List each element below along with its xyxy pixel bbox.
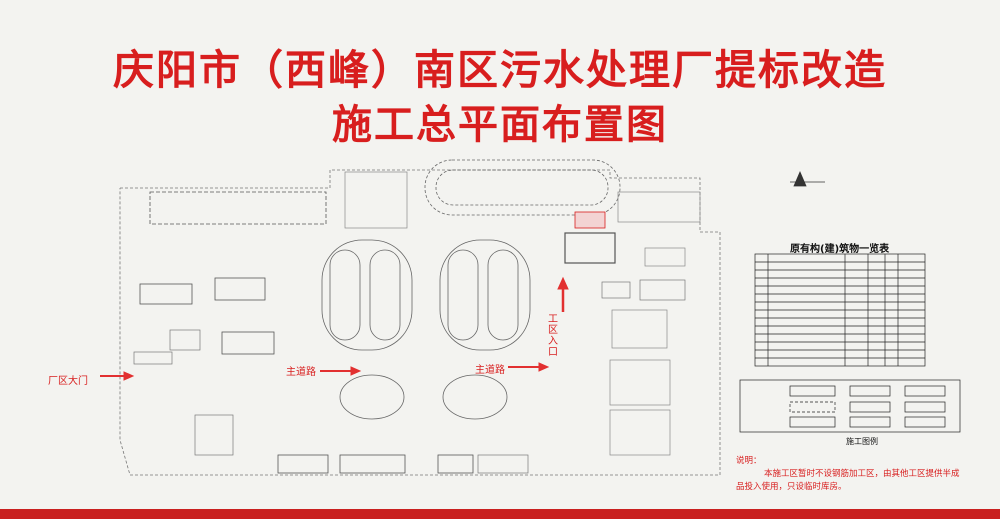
label-main-road-1: 主道路 — [286, 367, 316, 378]
legend-caption: 施工图例 — [846, 437, 878, 446]
building — [339, 454, 406, 474]
building — [477, 454, 529, 474]
building — [609, 409, 671, 456]
building — [277, 454, 329, 474]
building — [221, 331, 275, 355]
label-factory-gate: 厂区大门 — [48, 376, 88, 387]
building — [194, 414, 234, 456]
page-subtitle: 施工总平面布置图 — [332, 102, 668, 148]
label-main-road-2: 主道路 — [475, 365, 505, 376]
building — [601, 281, 631, 299]
building-dashed — [149, 191, 327, 225]
clarifier-2 — [442, 374, 508, 420]
table-title: 原有构(建)筑物一览表 — [790, 244, 890, 255]
notes-head: 说明： — [736, 456, 762, 466]
notes: 说明： 本施工区暂时不设钢筋加工区，由其他工区提供半成品投入使用，只设临时库房。 — [736, 455, 966, 494]
building — [644, 247, 686, 267]
tank-group-left — [321, 239, 531, 351]
building — [437, 454, 474, 474]
legend-box — [739, 379, 961, 433]
building-entry — [564, 232, 616, 264]
track-inner — [435, 169, 609, 206]
north-arrow — [790, 170, 825, 187]
building — [639, 279, 686, 301]
track-area — [424, 159, 621, 216]
label-work-entry: 工区入口 — [548, 314, 558, 358]
building — [133, 351, 173, 365]
notes-body: 本施工区暂时不设钢筋加工区，由其他工区提供半成品投入使用，只设临时库房。 — [736, 469, 960, 492]
building — [169, 329, 201, 351]
building — [609, 359, 671, 406]
building — [214, 277, 266, 301]
site-boundary — [119, 169, 721, 476]
red-unit — [574, 211, 606, 229]
structures-table — [754, 253, 926, 367]
arrows — [100, 276, 569, 381]
building — [139, 283, 193, 305]
clarifier-1 — [339, 374, 405, 420]
building — [344, 171, 408, 229]
building — [611, 309, 668, 349]
bottom-band — [0, 509, 1000, 519]
page-title: 庆阳市（西峰）南区污水处理厂提标改造 — [113, 46, 887, 94]
building — [617, 191, 701, 223]
